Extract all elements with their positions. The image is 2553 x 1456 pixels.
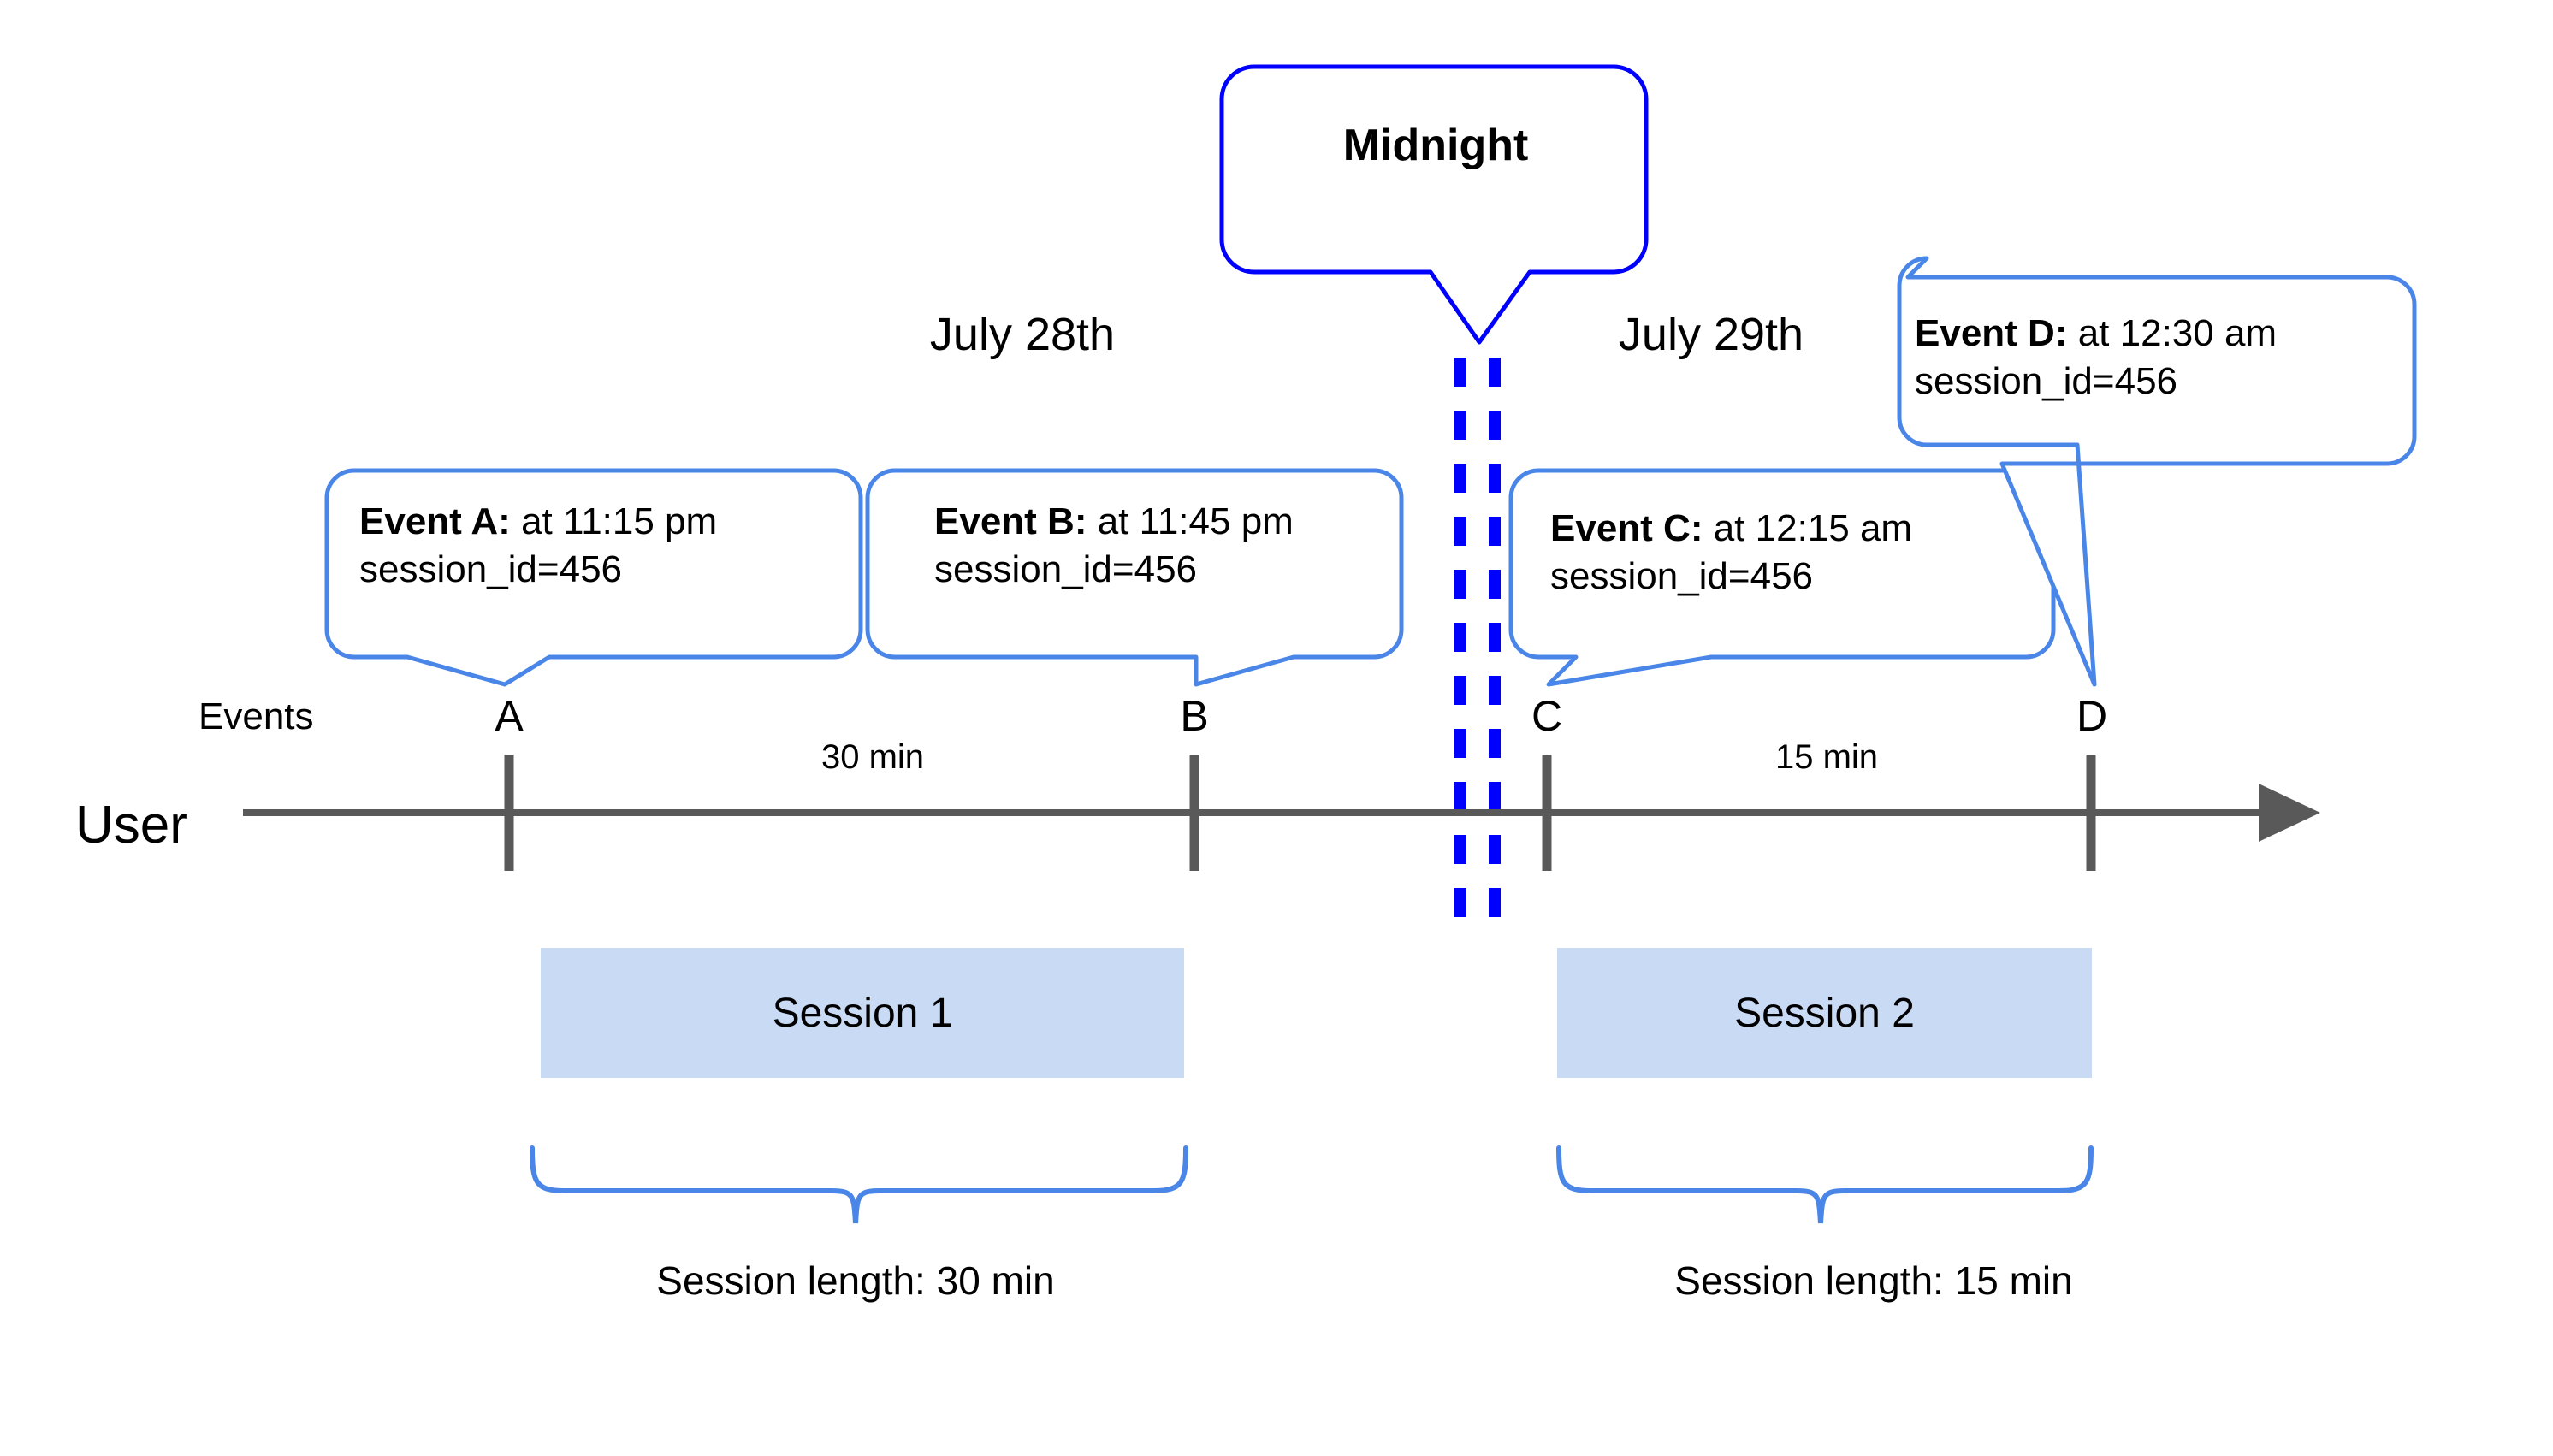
- event-b-prefix: Event B:: [934, 500, 1087, 542]
- event-marker-label-b: B: [1180, 692, 1209, 740]
- gap-duration-label-1: 30 min: [820, 738, 925, 776]
- event-d-detail: at 12:30 am: [2067, 312, 2278, 354]
- event-a-callout-text: Event A: at 11:15 pm session_id=456: [359, 498, 717, 594]
- user-row-label: User: [75, 796, 187, 855]
- event-b-callout-text: Event B: at 11:45 pm session_id=456: [934, 498, 1294, 594]
- event-a-detail: at 11:15 pm: [510, 500, 718, 542]
- midnight-label: Midnight: [1342, 121, 1529, 170]
- session-length-caption-2: Session length: 15 min: [1674, 1258, 2073, 1303]
- date-label-july-29: July 29th: [1618, 309, 1804, 360]
- session-length-caption-1: Session length: 30 min: [656, 1258, 1055, 1303]
- session-bar-1-label: Session 1: [772, 990, 953, 1036]
- event-b-detail: at 11:45 pm: [1087, 500, 1294, 542]
- event-b-line-1: Event B: at 11:45 pm: [934, 498, 1294, 546]
- event-d-callout-text: Event D: at 12:30 am session_id=456: [1915, 310, 2277, 405]
- event-marker-label-c: C: [1531, 692, 1563, 740]
- midnight-callout-shape: [1219, 64, 1649, 345]
- event-c-line-1: Event C: at 12:15 am: [1550, 505, 1912, 553]
- event-b-line-2: session_id=456: [934, 547, 1198, 590]
- event-a-line-2: session_id=456: [359, 547, 623, 590]
- event-marker-label-d: D: [2076, 692, 2108, 740]
- event-c-prefix: Event C:: [1550, 507, 1703, 549]
- session-bar-2-label: Session 2: [1734, 990, 1915, 1036]
- event-d-line-1: Event D: at 12:30 am: [1915, 310, 2277, 358]
- event-marker-label-a: A: [495, 692, 524, 740]
- event-c-line-2: session_id=456: [1550, 554, 1814, 597]
- timeline-axis: [243, 784, 2320, 842]
- session-1-brace: [530, 1145, 1188, 1224]
- event-c-callout-text: Event C: at 12:15 am session_id=456: [1550, 505, 1912, 601]
- event-d-line-2: session_id=456: [1915, 359, 2178, 402]
- session-bar-1: Session 1: [541, 948, 1184, 1078]
- session-2-brace: [1556, 1145, 2094, 1224]
- event-d-prefix: Event D:: [1915, 312, 2068, 354]
- event-c-detail: at 12:15 am: [1703, 507, 1913, 549]
- session-bar-2: Session 2: [1557, 948, 2092, 1078]
- events-row-label: Events: [198, 695, 314, 737]
- midnight-dashed-lines: [1454, 358, 1501, 926]
- gap-duration-label-2: 15 min: [1774, 738, 1879, 776]
- event-a-prefix: Event A:: [359, 500, 511, 542]
- event-a-line-1: Event A: at 11:15 pm: [359, 498, 717, 546]
- date-label-july-28: July 28th: [929, 309, 1116, 360]
